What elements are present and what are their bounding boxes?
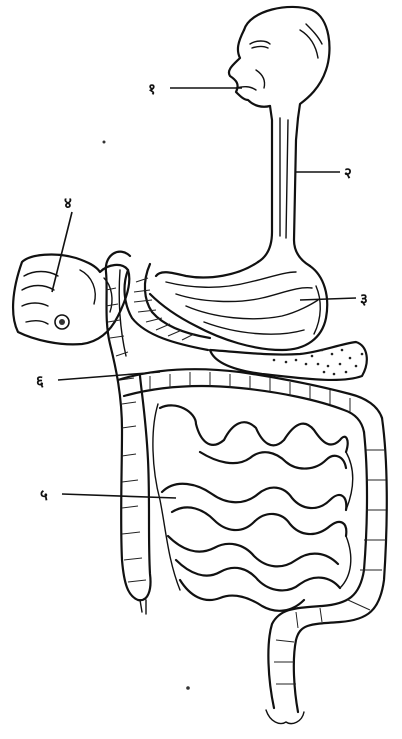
esophagus (258, 106, 310, 266)
leader-stomach (300, 298, 356, 300)
label-duodenum: ६ (36, 372, 44, 390)
label-small-intestine: ५ (40, 486, 48, 504)
label-stomach: ३ (360, 290, 368, 308)
stomach (150, 262, 327, 350)
label-esophagus: २ (344, 164, 352, 182)
pancreas (210, 342, 367, 380)
ascending-colon (106, 252, 151, 614)
label-mouth: १ (148, 80, 156, 98)
stray-mark (103, 141, 106, 144)
small-intestine (153, 404, 353, 611)
leader-duodenum (58, 372, 160, 380)
stray-mark (186, 686, 190, 690)
label-liver: ४ (64, 194, 72, 212)
leader-liver (52, 212, 72, 292)
liver (13, 255, 129, 345)
head (229, 7, 330, 118)
descending-colon (266, 418, 387, 724)
